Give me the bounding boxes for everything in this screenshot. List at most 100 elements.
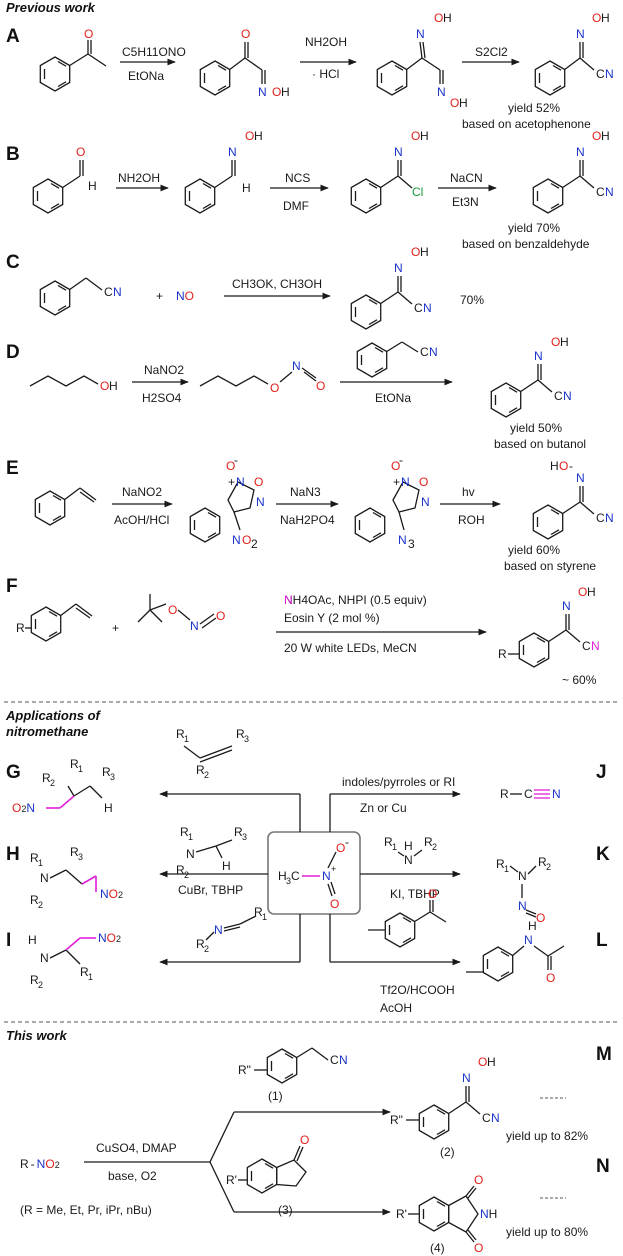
svg-text:N: N [421, 495, 430, 509]
svg-text:R: R [254, 905, 263, 919]
svg-text:N: N [40, 871, 49, 885]
svg-text:2: 2 [38, 900, 43, 910]
svg-text:O: O [336, 841, 345, 855]
svg-text:N: N [563, 389, 572, 403]
svg-text:3: 3 [244, 734, 249, 744]
svg-text:N: N [518, 869, 527, 883]
svg-text:3: 3 [408, 537, 415, 551]
svg-text:N: N [429, 345, 438, 359]
svg-text:H: H [528, 919, 537, 933]
svg-text:H: H [587, 585, 596, 599]
svg-text:O: O [474, 1241, 483, 1255]
panel-letter: M [596, 1044, 612, 1065]
reagent-l: Tf2O/HCOOH [380, 983, 455, 997]
svg-text:N: N [40, 951, 49, 965]
reagent-tw2: base, O2 [108, 1169, 157, 1183]
svg-text:N: N [562, 599, 571, 613]
svg-text:R: R [496, 857, 505, 871]
reagent-d1: NaNO2 [144, 363, 184, 377]
svg-text:N: N [591, 639, 600, 653]
reactant-3: (3) [278, 1203, 293, 1217]
svg-text:C: C [596, 511, 605, 525]
svg-text:O: O [242, 533, 251, 547]
panel-letter: C [6, 252, 20, 273]
reagent-a1b: EtONa [128, 69, 164, 83]
svg-text:O: O [428, 887, 437, 901]
svg-text:N: N [576, 471, 585, 485]
svg-text:N: N [256, 495, 265, 509]
svg-text:N: N [190, 619, 199, 633]
basis-b: based on benzaldehyde [462, 237, 590, 251]
svg-text:N: N [576, 145, 585, 159]
svg-text:R: R [500, 787, 509, 801]
svg-text:N: N [236, 475, 245, 489]
reagent-a2: NH2OH [305, 35, 347, 49]
plus-c: + [156, 289, 163, 303]
reagent-c: CH3OK, CH3OH [232, 277, 322, 291]
reagent-b1: NH2OH [118, 171, 160, 185]
svg-text:R: R [30, 973, 39, 987]
svg-text:C: C [291, 869, 300, 883]
substrate: R-NO2 [20, 1157, 60, 1171]
svg-text:C: C [554, 389, 563, 403]
reagent-tw: CuSO4, DMAP [96, 1141, 177, 1155]
svg-text:1: 1 [88, 972, 93, 982]
svg-text:C: C [582, 639, 591, 653]
this-work-scheme: R-NO2 CuSO4, DMAP base, O2 (R = Me, Et, … [20, 1044, 612, 1255]
svg-text:R: R [180, 825, 189, 839]
svg-text:O: O [272, 85, 281, 99]
svg-text:1: 1 [78, 764, 83, 774]
svg-text:3: 3 [242, 832, 247, 842]
svg-text:N: N [552, 787, 561, 801]
svg-text:H: H [28, 933, 37, 947]
svg-text:-: - [569, 459, 573, 473]
svg-text:N: N [437, 85, 446, 99]
reagent-e1: NaNO2 [122, 485, 162, 499]
applications-heading-2: nitromethane [6, 724, 88, 739]
previous-work-heading: Previous work [6, 0, 96, 15]
panel-f: F R + O N O NH4OAc, NHPI (0.5 equiv) N E… [6, 576, 600, 687]
svg-text:R: R [102, 765, 111, 779]
svg-text:R: R [16, 621, 25, 635]
svg-text:Cl: Cl [412, 185, 423, 199]
reagent-b2: NCS [285, 171, 310, 185]
svg-text:N: N [186, 847, 195, 861]
svg-text:N: N [214, 923, 223, 937]
svg-text:H: H [109, 379, 118, 393]
svg-text:2: 2 [50, 778, 55, 788]
yield-n: yield up to 80% [506, 1225, 588, 1239]
basis-e: based on styrene [504, 559, 596, 573]
svg-text:N: N [605, 185, 614, 199]
svg-text:R: R [176, 727, 185, 741]
svg-text:R: R [42, 771, 51, 785]
svg-text:R": R" [390, 1113, 403, 1127]
svg-text:+: + [331, 864, 336, 874]
reagent-f1: NH4OAc, NHPI (0.5 equiv) [284, 593, 427, 607]
svg-text:N: N [113, 285, 122, 299]
panel-j: J indoles/pyrroles or RI Zn or Cu R C N [342, 762, 607, 815]
svg-text:N: N [339, 1053, 348, 1067]
svg-text:3: 3 [110, 772, 115, 782]
svg-text:H: H [459, 96, 468, 110]
svg-text:R: R [196, 937, 205, 951]
svg-text:N: N [605, 511, 614, 525]
svg-text:N: N [491, 1111, 500, 1125]
svg-text:O: O [419, 475, 428, 489]
svg-text:-: - [345, 835, 349, 849]
svg-text:1: 1 [262, 912, 267, 922]
svg-text:N: N [401, 475, 410, 489]
reagent-b3: NaCN [450, 171, 483, 185]
svg-text:H: H [254, 129, 263, 143]
svg-text:C: C [596, 67, 605, 81]
panel-letter: H [6, 844, 20, 865]
reagent-e3: hv [462, 485, 475, 499]
reagent-b3b: Et3N [452, 195, 479, 209]
svg-text:O: O [330, 897, 339, 911]
svg-text:NH: NH [480, 1207, 497, 1221]
svg-text:N: N [404, 853, 413, 867]
